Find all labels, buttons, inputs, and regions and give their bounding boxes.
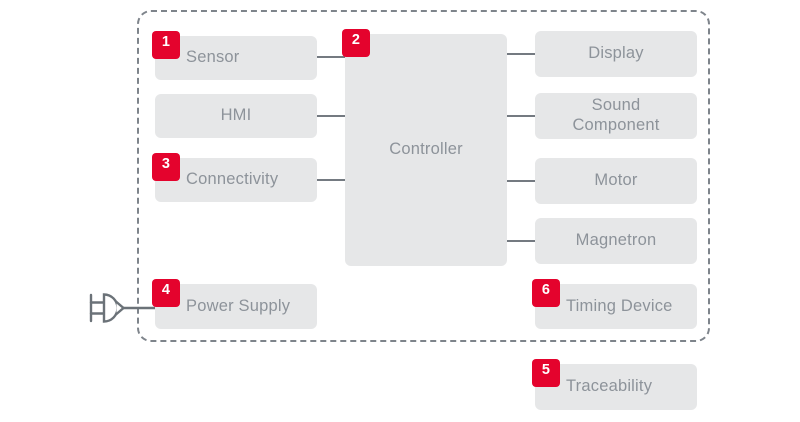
node-magnetron: Magnetron <box>535 218 697 264</box>
node-motor: Motor <box>535 158 697 204</box>
badge-6: 6 <box>532 279 560 307</box>
node-label: Power Supply <box>186 296 291 315</box>
badge-5: 5 <box>532 359 560 387</box>
node-label: Magnetron <box>575 231 657 250</box>
power-plug-icon <box>89 293 159 323</box>
badge-3: 3 <box>152 153 180 181</box>
node-label: Display <box>588 44 644 63</box>
badge-4: 4 <box>152 279 180 307</box>
connector-sensor-controller <box>317 56 346 58</box>
node-controller: 2 Controller <box>342 29 507 266</box>
dashed-boundary <box>137 10 710 342</box>
node-label: Sensor <box>186 48 240 67</box>
node-label: Controller <box>389 140 463 159</box>
node-label: HMI <box>220 106 252 125</box>
node-traceability: 5 Traceability <box>532 359 697 410</box>
node-label: Traceability <box>566 377 653 396</box>
node-connectivity: 3 Connectivity <box>152 153 317 202</box>
connector-controller-magnetron <box>506 240 536 242</box>
node-label: Sound Component <box>572 96 660 134</box>
node-display: Display <box>535 31 697 77</box>
connector-controller-motor <box>506 180 536 182</box>
badge-1: 1 <box>152 31 180 59</box>
connector-controller-sound <box>506 115 536 117</box>
badge-2: 2 <box>342 29 370 57</box>
node-sensor: 1 Sensor <box>152 31 317 80</box>
connector-hmi-controller <box>317 115 346 117</box>
node-power-supply: 4 Power Supply <box>152 279 317 329</box>
node-label: Timing Device <box>566 296 673 315</box>
node-label: Motor <box>594 171 638 190</box>
node-hmi: HMI <box>155 94 317 138</box>
connector-controller-display <box>506 53 536 55</box>
node-sound-component: Sound Component <box>535 93 697 139</box>
connector-connectivity-controller <box>317 179 346 181</box>
node-timing-device: 6 Timing Device <box>532 279 697 329</box>
node-label: Connectivity <box>186 170 279 189</box>
